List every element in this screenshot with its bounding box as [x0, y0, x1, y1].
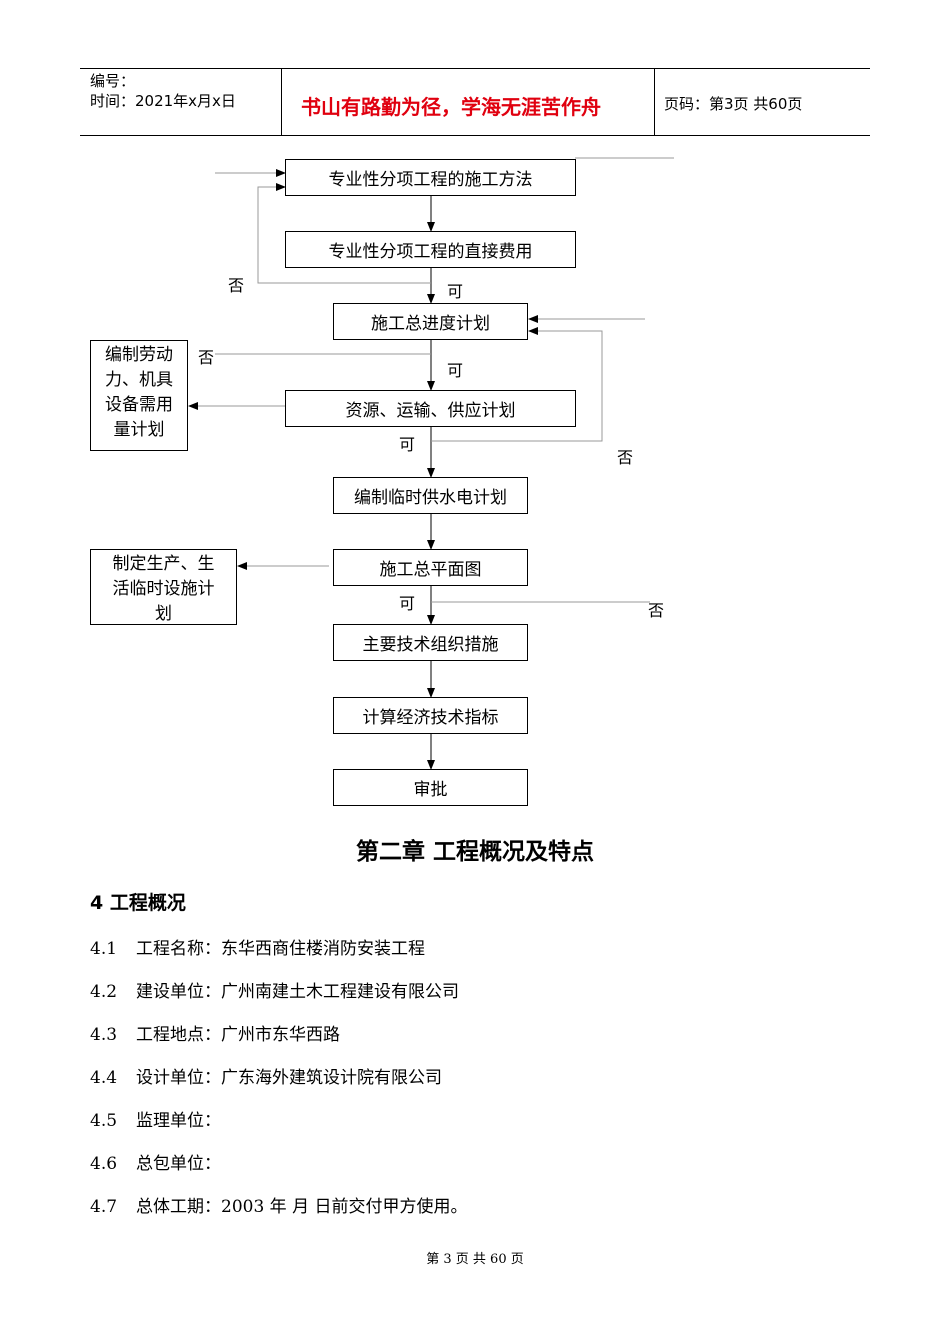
label-yes: 可: [399, 435, 416, 454]
item-number: 4.1: [90, 939, 118, 959]
loop-back-line: [431, 327, 603, 442]
item-number: 4.3: [90, 1025, 118, 1045]
loop-back-line: [257, 183, 431, 284]
label-no: 否: [198, 348, 215, 367]
header-top-rule: [80, 68, 870, 69]
label-no: 否: [648, 601, 665, 620]
label-yes: 可: [447, 361, 464, 380]
item-text: 建设单位：广州南建土木工程建设有限公司: [136, 982, 459, 1002]
item-text: 工程名称：东华西商住楼消防安装工程: [136, 939, 425, 959]
flow-step-resource-plan: 资源、运输、供应计划: [285, 390, 576, 427]
flow-step-temp-utilities: 编制临时供水电计划: [333, 477, 528, 514]
flow-step-approval: 审批: [333, 769, 528, 806]
flowchart-connectors: [188, 157, 674, 770]
item-text: 总体工期：2003 年 月 日前交付甲方使用。: [136, 1197, 468, 1217]
list-item: 4.4 设计单位：广东海外建筑设计院有限公司: [90, 1063, 442, 1088]
list-item: 4.3 工程地点：广州市东华西路: [90, 1020, 340, 1045]
list-item: 4.1 工程名称：东华西商住楼消防安装工程: [90, 934, 425, 959]
item-text: 设计单位：广东海外建筑设计院有限公司: [136, 1068, 442, 1088]
side-box-line: 制定生产、生: [112, 554, 215, 574]
list-item: 4.7 总体工期：2003 年 月 日前交付甲方使用。: [90, 1192, 467, 1217]
label-yes: 可: [399, 594, 416, 613]
side-box-line: 活临时设施计: [112, 579, 215, 599]
list-item: 4.6 总包单位：: [90, 1149, 221, 1174]
item-number: 4.6: [90, 1154, 118, 1174]
document-date: 时间：2021年x月x日: [90, 92, 236, 110]
list-item: 4.2 建设单位：广州南建土木工程建设有限公司: [90, 977, 459, 1002]
side-box-temp-facilities: 制定生产、生 活临时设施计 划: [90, 549, 237, 625]
side-box-line: 力、机具: [105, 370, 173, 390]
chapter-title: 第二章 工程概况及特点: [355, 839, 594, 865]
flow-step-master-schedule: 施工总进度计划: [333, 303, 528, 340]
flow-step-tech-measures: 主要技术组织措施: [333, 624, 528, 661]
item-text: 总包单位：: [136, 1154, 221, 1174]
document-number: 编号：: [90, 72, 136, 90]
page-indicator: 页码：第3页 共60页: [664, 95, 803, 113]
label-no: 否: [228, 276, 245, 295]
header-bottom-rule: [80, 135, 870, 136]
header-motto: 书山有路勤为径，学海无涯苦作舟: [301, 95, 601, 119]
item-text: 工程地点：广州市东华西路: [136, 1025, 340, 1045]
side-box-line: 设备需用: [105, 395, 173, 415]
side-box-line: 划: [155, 604, 172, 624]
item-number: 4.4: [90, 1068, 118, 1088]
header-divider: [654, 68, 655, 136]
item-text: 监理单位：: [136, 1111, 221, 1131]
flow-step-construction-method: 专业性分项工程的施工方法: [285, 159, 576, 196]
side-box-line: 量计划: [113, 420, 165, 440]
section-title: 4 工程概况: [90, 892, 186, 914]
flow-step-economic-indicators: 计算经济技术指标: [333, 697, 528, 734]
item-number: 4.7: [90, 1197, 118, 1217]
flow-step-site-layout: 施工总平面图: [333, 549, 528, 586]
label-no: 否: [617, 448, 634, 467]
item-number: 4.2: [90, 982, 118, 1002]
header-divider: [281, 68, 282, 136]
page-footer: 第 3 页 共 60 页: [426, 1252, 524, 1267]
label-yes: 可: [447, 282, 464, 301]
item-number: 4.5: [90, 1111, 118, 1131]
side-box-line: 编制劳动: [105, 345, 173, 365]
list-item: 4.5 监理单位：: [90, 1106, 221, 1131]
flow-step-direct-cost: 专业性分项工程的直接费用: [285, 231, 576, 268]
side-box-labor-equipment: 编制劳动 力、机具 设备需用 量计划: [90, 340, 188, 451]
